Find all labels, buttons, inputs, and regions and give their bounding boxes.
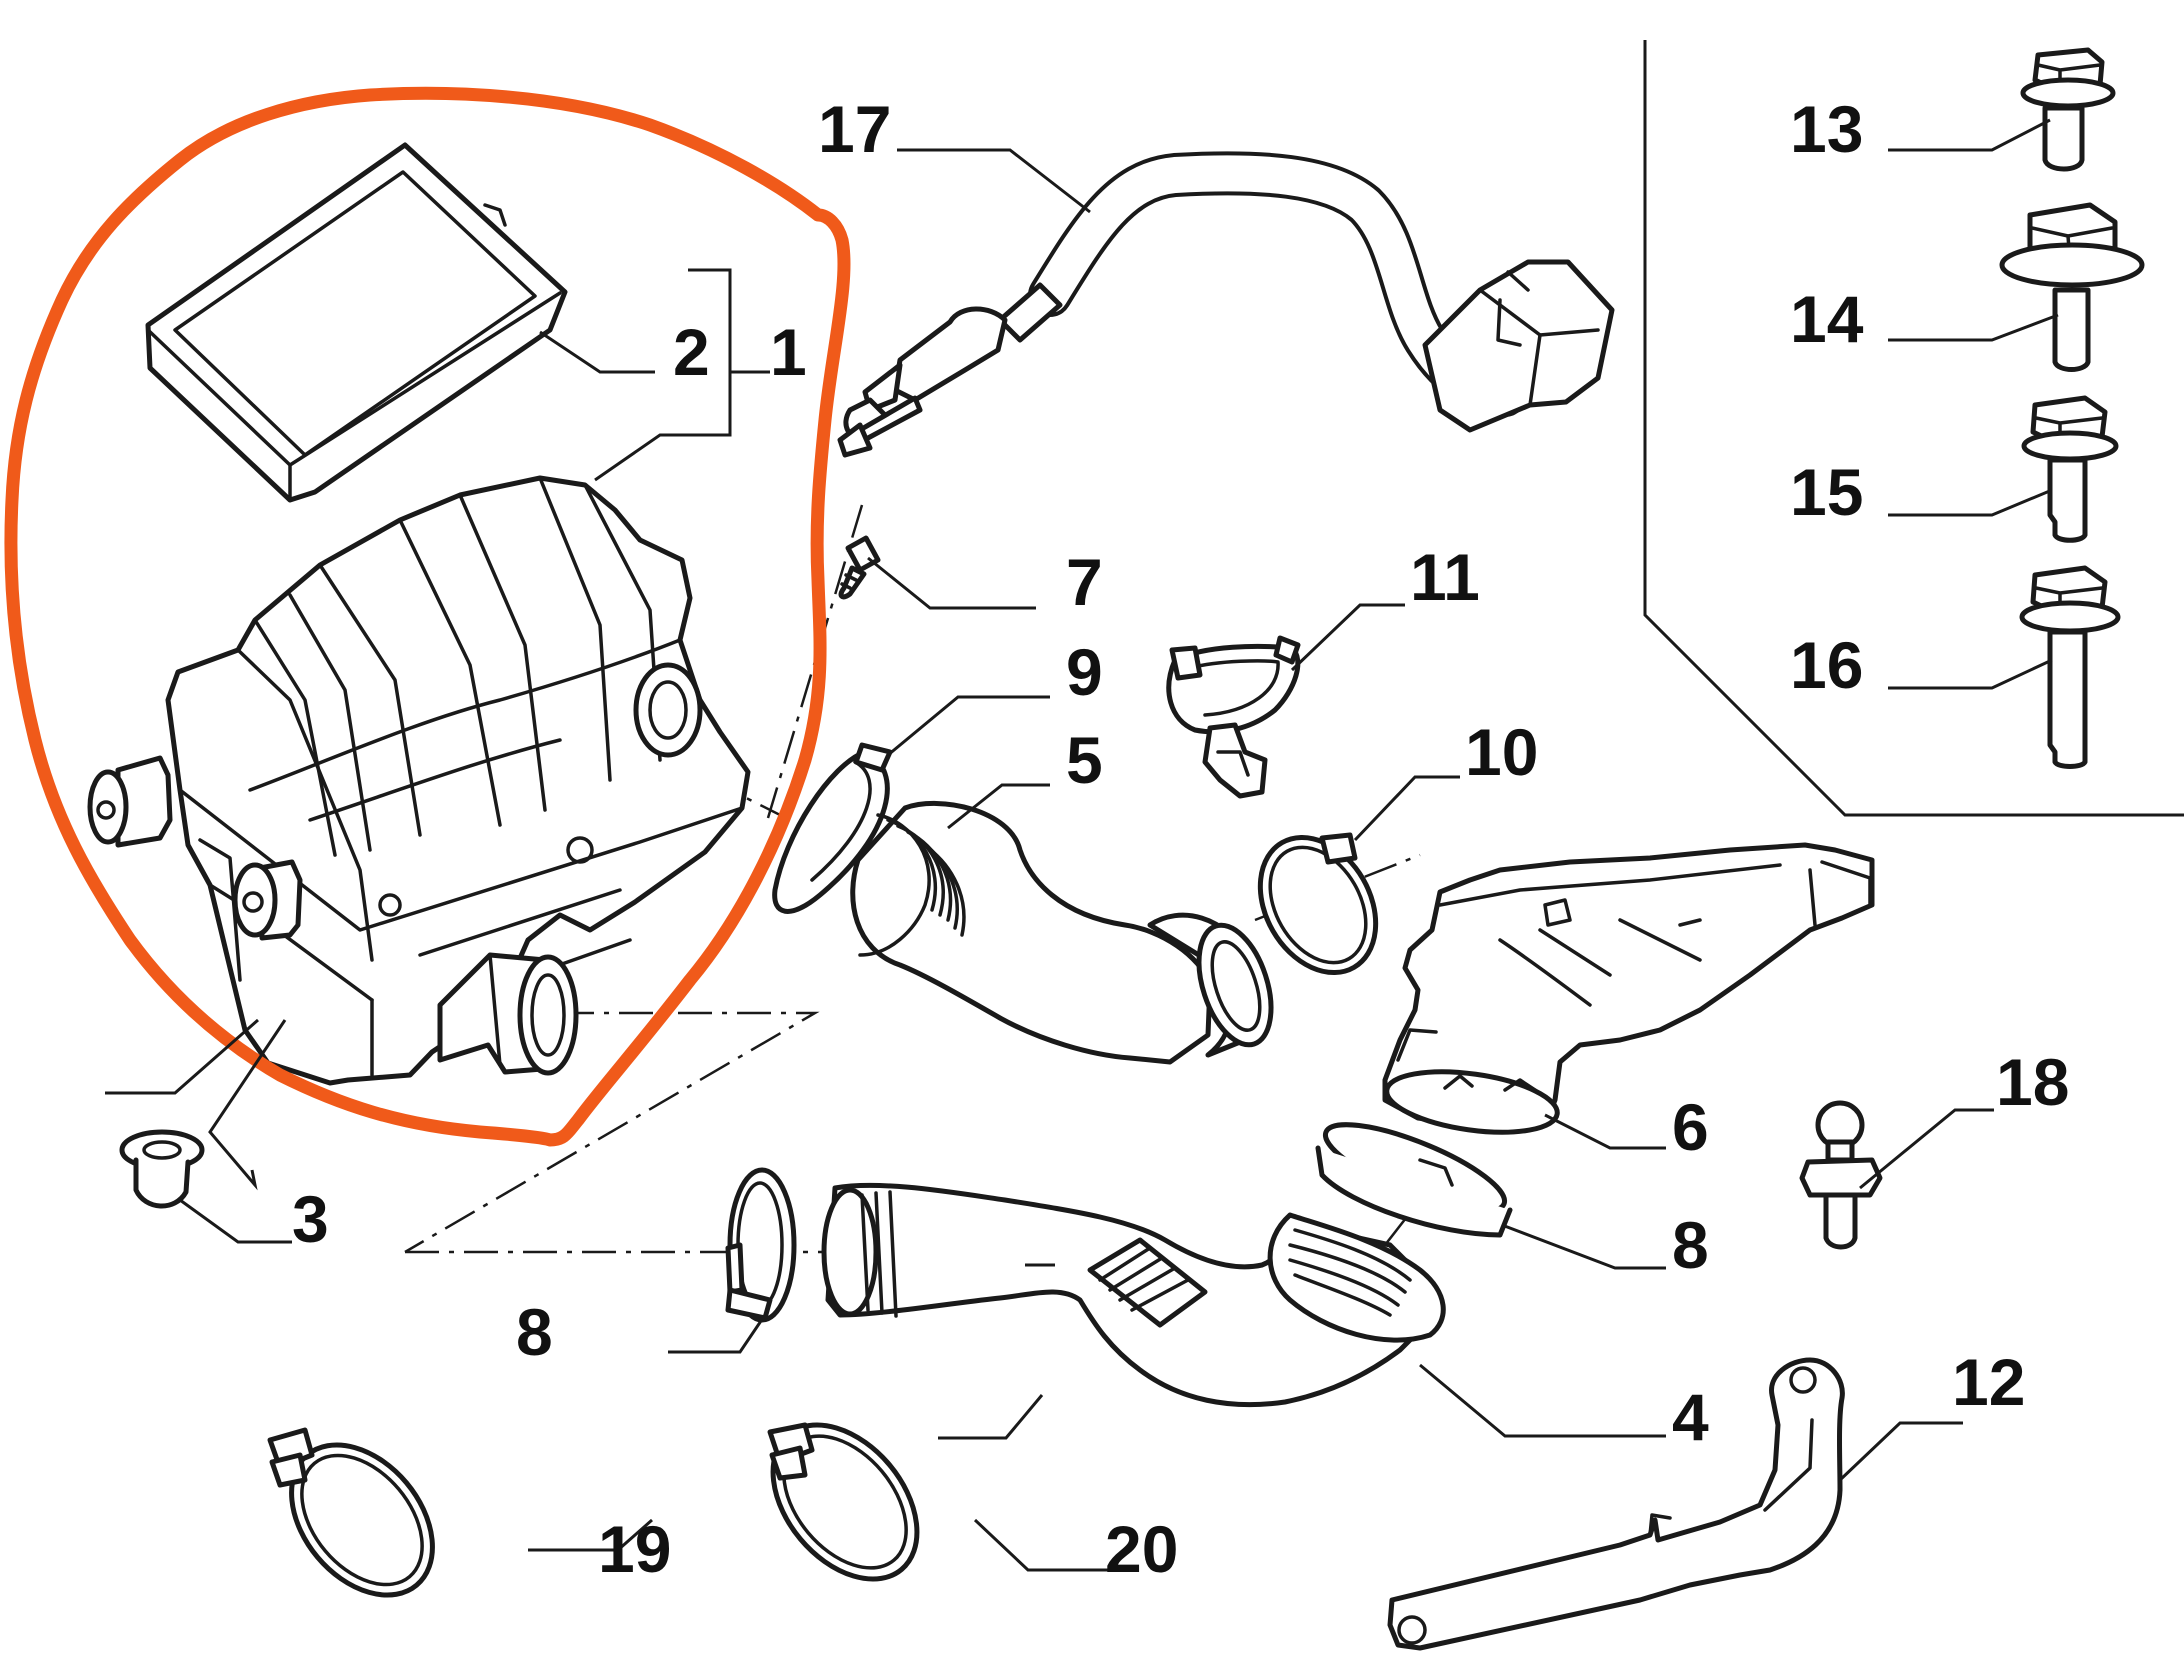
air-filter-element	[145, 142, 568, 503]
lower-intake-hose	[821, 1182, 1446, 1408]
bolt-15	[2021, 395, 2119, 543]
clamp-ring	[772, 742, 893, 914]
label-part-13: 13	[1790, 92, 1863, 166]
label-part-4: 4	[1672, 1380, 1709, 1454]
breather-hose	[837, 151, 1615, 458]
hose-clamp-20	[767, 1422, 920, 1582]
metal-bracket	[1387, 1357, 1845, 1651]
label-part-12: 12	[1952, 1345, 2025, 1419]
housing-grommet-left	[87, 755, 173, 848]
hose-clamp-ring	[1257, 832, 1379, 976]
label-part-6: 6	[1672, 1090, 1709, 1164]
label-part-8-right: 8	[1672, 1208, 1709, 1282]
label-part-9: 9	[1066, 635, 1103, 709]
bolt-16	[2019, 565, 2121, 769]
hose-clamp-19	[267, 1427, 435, 1598]
label-part-15: 15	[1790, 455, 1863, 529]
fastener-panel-divider	[1643, 40, 2184, 817]
label-part-10: 10	[1465, 715, 1538, 789]
rubber-grommet	[119, 1129, 205, 1209]
bracket-clip	[1166, 635, 1301, 799]
label-part-20: 20	[1105, 1512, 1178, 1586]
bolt-13	[2020, 47, 2116, 172]
label-part-18: 18	[1996, 1045, 2069, 1119]
band-clamp-left	[725, 1167, 797, 1323]
bolt-14	[1999, 202, 2145, 372]
part-labels: 1 2 3 4 5 6 7 8 8 9 10 11 12 13 14 15 16…	[292, 92, 2069, 1586]
label-part-8-left: 8	[516, 1295, 553, 1369]
label-part-5: 5	[1066, 723, 1103, 797]
ball-stud	[1799, 1100, 1883, 1250]
air-intake-duct	[1382, 842, 1875, 1135]
label-part-14: 14	[1790, 282, 1864, 356]
housing-grommet-front	[232, 859, 303, 941]
label-part-3: 3	[292, 1182, 329, 1256]
intake-elbow-pipe	[850, 800, 1274, 1065]
label-part-17: 17	[818, 92, 891, 166]
label-part-16: 16	[1790, 628, 1863, 702]
band-clamp-right	[1315, 1122, 1513, 1238]
label-part-7: 7	[1066, 545, 1103, 619]
screw	[838, 535, 881, 600]
label-part-19: 19	[598, 1512, 671, 1586]
label-part-2: 2	[673, 315, 710, 389]
label-part-11: 11	[1410, 540, 1480, 614]
air-filter-housing	[165, 475, 751, 1086]
label-part-1: 1	[770, 315, 807, 389]
leader-lines	[105, 118, 2059, 1572]
highlight-outline	[4, 86, 851, 1147]
housing-outlet-spigot	[437, 952, 579, 1076]
